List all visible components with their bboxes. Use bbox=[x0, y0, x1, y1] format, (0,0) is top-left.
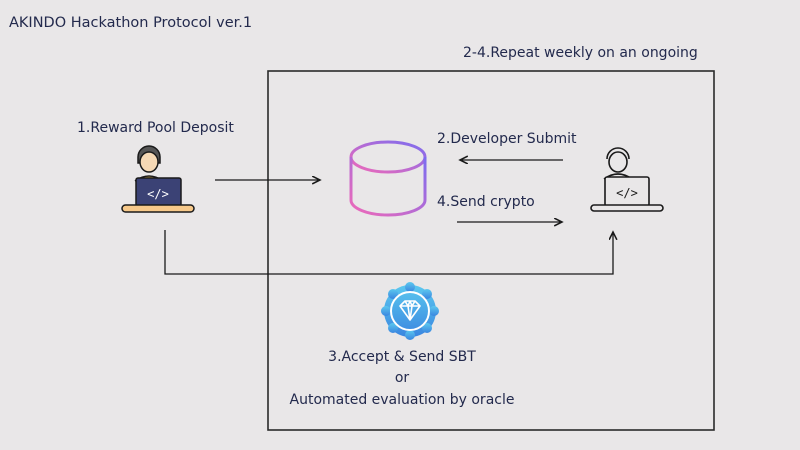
step-send-crypto-label: 4.Send crypto bbox=[437, 194, 535, 210]
loop-label: 2-4.Repeat weekly on an ongoing bbox=[463, 45, 698, 61]
database-cylinder-icon bbox=[349, 140, 427, 217]
step-reward-pool-label: 1.Reward Pool Deposit bbox=[77, 120, 234, 136]
diagram-title: AKINDO Hackathon Protocol ver.1 bbox=[9, 15, 253, 31]
svg-text:</>: </> bbox=[616, 186, 638, 200]
or-label: or bbox=[394, 370, 410, 386]
step-developer-submit-label: 2.Developer Submit bbox=[437, 131, 577, 147]
step-automated-label: Automated evaluation by oracle bbox=[289, 392, 515, 408]
step-accept-sbt-label: 3.Accept & Send SBT bbox=[328, 349, 476, 365]
svg-text:</>: </> bbox=[147, 187, 169, 201]
diamond-badge-icon bbox=[381, 282, 439, 340]
arrow-bottom-link bbox=[164, 230, 613, 275]
loop-box bbox=[267, 70, 715, 431]
developer-icon: </> bbox=[590, 147, 664, 212]
sponsor-developer-icon: </> bbox=[121, 145, 195, 213]
